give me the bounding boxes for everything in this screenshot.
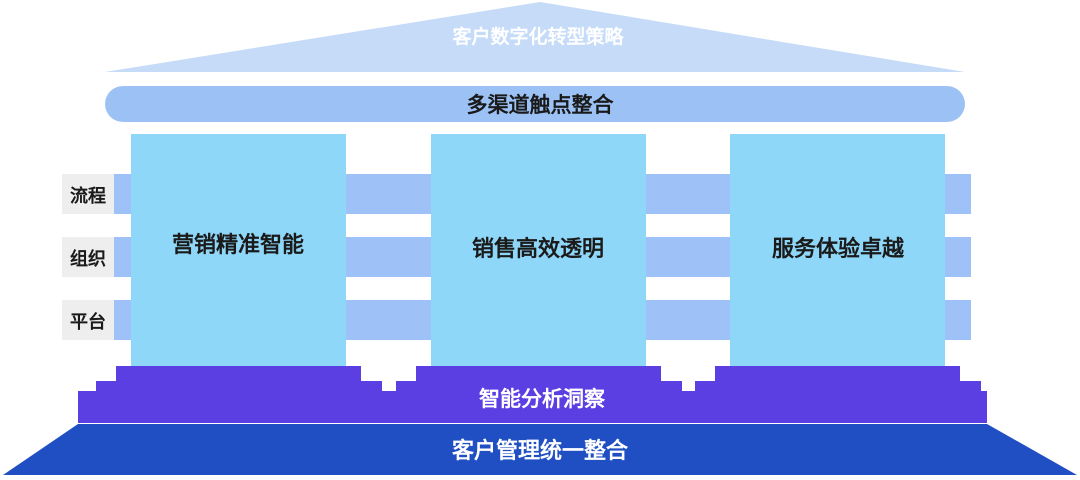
pillar-base-service-top	[715, 366, 960, 381]
pillar-label-service: 服务体验卓越	[772, 236, 905, 262]
pillar-service	[730, 134, 945, 366]
analytics-title: 智能分析洞察	[479, 387, 606, 411]
pillar-base-marketing-top	[116, 366, 361, 381]
layer-label-platform: 平台	[70, 311, 106, 333]
pillar-sales	[431, 134, 646, 366]
pillar-base-marketing-bottom	[96, 381, 382, 392]
pillar-base-sales-bottom	[396, 381, 682, 392]
layer-label-organization: 组织	[70, 248, 106, 270]
roof-title: 客户数字化转型策略	[452, 25, 624, 48]
layer-label-box-organization	[62, 237, 114, 277]
channel-beam	[105, 86, 965, 122]
foundation-trapezoid	[3, 424, 1077, 475]
layer-label-box-process	[62, 174, 114, 214]
layer-label-box-platform	[62, 300, 114, 340]
analytics-base	[78, 391, 987, 423]
pillar-label-sales: 销售高效透明	[472, 236, 604, 262]
beam-title: 多渠道触点整合	[467, 93, 615, 117]
pillar-base-sales-top	[416, 366, 661, 381]
pillar-marketing	[131, 134, 346, 366]
pillar-label-marketing: 营销精准智能	[172, 232, 304, 258]
layer-label-process: 流程	[70, 185, 106, 207]
foundation-title: 客户管理统一整合	[452, 438, 629, 464]
roof-triangle	[105, 2, 965, 72]
pillar-base-service-bottom	[695, 381, 981, 392]
